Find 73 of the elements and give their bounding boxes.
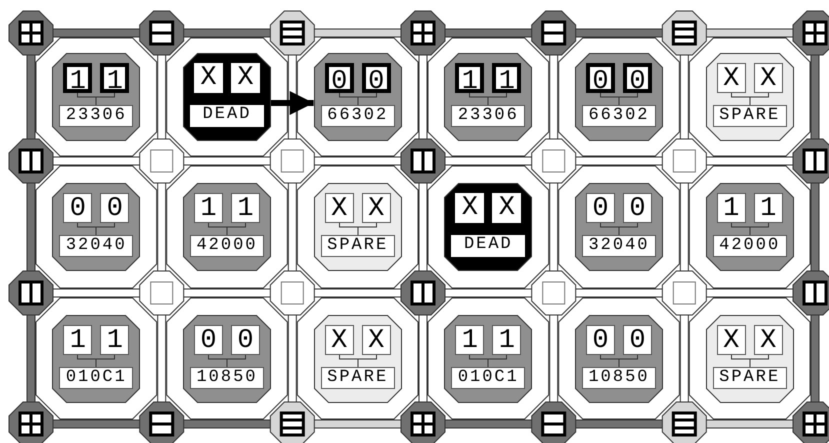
module-octagon [314, 53, 402, 141]
module-octagon [183, 314, 271, 402]
module-octagon [444, 314, 532, 402]
digit-display: 0 [623, 324, 652, 354]
digit-display: X [362, 193, 391, 223]
digit-display: 0 [231, 324, 260, 354]
module-id-label: SPARE [712, 105, 787, 127]
digit-display: 0 [623, 63, 652, 93]
digit-display: X [716, 324, 746, 354]
module-octagon [575, 53, 663, 141]
module-id-label: 66302 [320, 105, 395, 127]
module-id-label: 010C1 [451, 366, 526, 388]
digit-display: 1 [63, 324, 92, 354]
digit-display: 1 [100, 324, 130, 354]
digit-display: X [754, 324, 783, 354]
module-id-label: 42000 [712, 235, 787, 257]
digit-display: X [231, 63, 260, 93]
module-id-label: 23306 [59, 105, 134, 127]
digit-display: 0 [194, 324, 223, 354]
digit-display: X [492, 193, 522, 223]
module-octagon [183, 53, 271, 141]
digit-display: 1 [754, 193, 783, 223]
module-octagon [706, 183, 794, 271]
digit-display: 1 [492, 324, 522, 354]
module-octagon [52, 53, 140, 141]
module-octagon [444, 183, 532, 271]
module-octagon [706, 53, 794, 141]
digit-display: X [716, 63, 746, 93]
module-octagon [314, 314, 402, 402]
digit-display: 1 [455, 63, 484, 93]
module-octagon [52, 183, 140, 271]
digit-display: 0 [63, 193, 92, 223]
module-octagon [183, 183, 271, 271]
module-id-label: 66302 [582, 105, 656, 127]
module-id-label: 23306 [451, 105, 526, 127]
digit-display: 0 [324, 63, 354, 93]
digit-display: 0 [623, 193, 652, 223]
digit-display: 1 [194, 193, 223, 223]
module-octagon [444, 53, 532, 141]
module-octagon [575, 183, 663, 271]
digit-display: X [194, 63, 223, 93]
digit-display: X [324, 324, 354, 354]
digit-display: 0 [586, 324, 615, 354]
digit-display: 1 [63, 63, 92, 93]
digit-display: 1 [455, 324, 484, 354]
module-id-label: 010C1 [59, 366, 134, 388]
module-octagon [52, 314, 140, 402]
module-octagon [575, 314, 663, 402]
digit-display: X [362, 324, 391, 354]
digit-display: X [324, 193, 354, 223]
arrow [271, 91, 314, 115]
module-id-label: 10850 [582, 366, 656, 388]
module-id-label: 10850 [190, 366, 264, 388]
module-id-label: SPARE [320, 366, 395, 388]
module-id-label: DEAD [190, 105, 264, 127]
digit-display: 1 [716, 193, 746, 223]
digit-display: 0 [586, 193, 615, 223]
digit-display: 0 [100, 193, 130, 223]
module-id-label: SPARE [712, 366, 787, 388]
digit-display: 1 [492, 63, 522, 93]
module-octagon [314, 183, 402, 271]
module-id-label: SPARE [320, 235, 395, 257]
module-id-label: 42000 [190, 235, 264, 257]
digit-display: 0 [586, 63, 615, 93]
digit-display: 1 [100, 63, 130, 93]
digit-display: 0 [362, 63, 391, 93]
digit-display: 1 [231, 193, 260, 223]
module-id-label: 32040 [582, 235, 656, 257]
module-id-label: DEAD [451, 235, 526, 257]
digit-display: X [754, 63, 783, 93]
module-id-label: 32040 [59, 235, 134, 257]
digit-display: X [455, 193, 484, 223]
module-octagon [706, 314, 794, 402]
